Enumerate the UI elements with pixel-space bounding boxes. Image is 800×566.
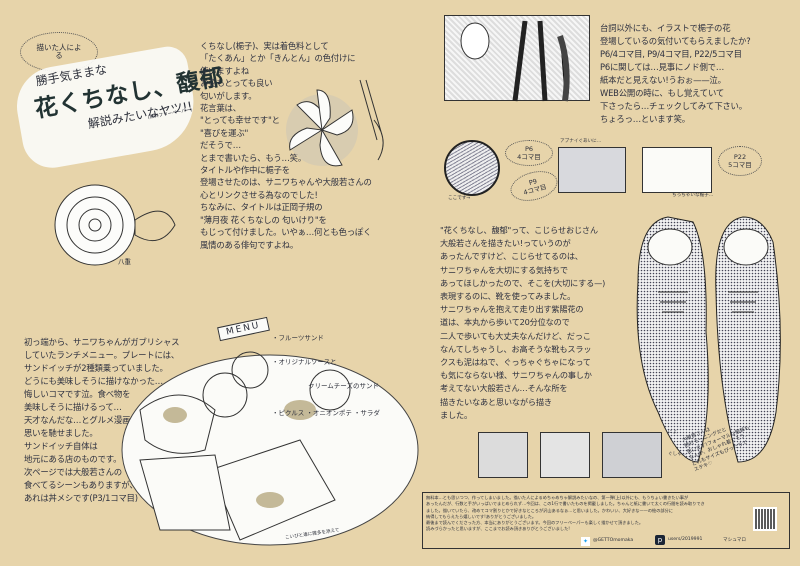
menu-list: ・フルーツサンド ・オリジナルソースと クリームチーズのサンド ・ピクルス ・オ…: [272, 318, 380, 425]
twitter-link[interactable]: ✦ @GETTOmomaka: [581, 537, 633, 546]
p22-label: P22 5コマ目: [718, 146, 762, 176]
bubble-text: 描いた人による: [36, 43, 82, 60]
p6-label: P6 4コマ目: [505, 140, 553, 166]
circle-panel: [444, 140, 500, 196]
qr-code[interactable]: [753, 507, 777, 531]
manga-strip-2: [540, 432, 590, 478]
strip-label: ぐしゃ…: [668, 452, 687, 457]
menu-item: クリームチーズのサンド: [308, 382, 379, 390]
pixiv-icon: p: [655, 535, 665, 545]
menu-item: ・フルーツサンド: [272, 334, 324, 342]
menu-item: ・オリジナルソースと: [272, 358, 337, 366]
menu-item: ・ピクルス ・オニオンポテ ・サラダ: [272, 409, 380, 417]
pixiv-link[interactable]: p users/2019991: [655, 535, 702, 545]
double-flower-label: 八重: [118, 258, 131, 266]
twitter-icon: ✦: [581, 537, 590, 546]
panel-reference-text: 台詞以外にも、イラストで梔子の花 登場しているの気付いてもらえましたか? P6/…: [600, 23, 751, 124]
here-label: ここです→: [448, 196, 471, 201]
pixiv-id: users/2019991: [668, 536, 703, 542]
dress-shoes-drawing: [636, 216, 781, 463]
strip-label: にょ: [668, 430, 678, 435]
manga-panel-top: [444, 15, 590, 102]
footer-box: 無料本…とも思いつつ、作ってしまいました。描いた人によるめちゃめちゃ解説みたいな…: [422, 492, 790, 549]
manga-panel-p9: [558, 147, 626, 193]
marshmallow-link[interactable]: マシュマロ: [723, 538, 746, 543]
hidden-label: アブナイぐあいに…: [560, 139, 602, 144]
qr-code-pattern: [755, 509, 775, 529]
gardenia-bloom-drawing: [286, 79, 384, 167]
manga-strip-3: [602, 432, 662, 478]
shoes-text: "花くちなし、馥郁"って、こじらせおじさん 大般若さんを描きたい!っていうのが …: [440, 225, 606, 420]
small-flower-label: ちっちゃいな梔子…: [672, 193, 714, 198]
footer-message: 無料本…とも思いつつ、作ってしまいました。描いた人によるめちゃめちゃ解説みたいな…: [426, 495, 705, 532]
manga-strip-1: [478, 432, 528, 478]
lunch-text: 初っ端から、サニワちゃんがガブリシャス していたランチメニュー。プレートには、 …: [24, 337, 180, 503]
twitter-handle: @GETTOmomaka: [593, 538, 634, 544]
manga-panel-p22: [642, 147, 712, 193]
gardenia-text: くちなし(梔子)、実は着色料として 「たくあん」とか「きんとん」の色付けに 使い…: [200, 41, 372, 250]
double-gardenia-drawing: [54, 184, 176, 266]
